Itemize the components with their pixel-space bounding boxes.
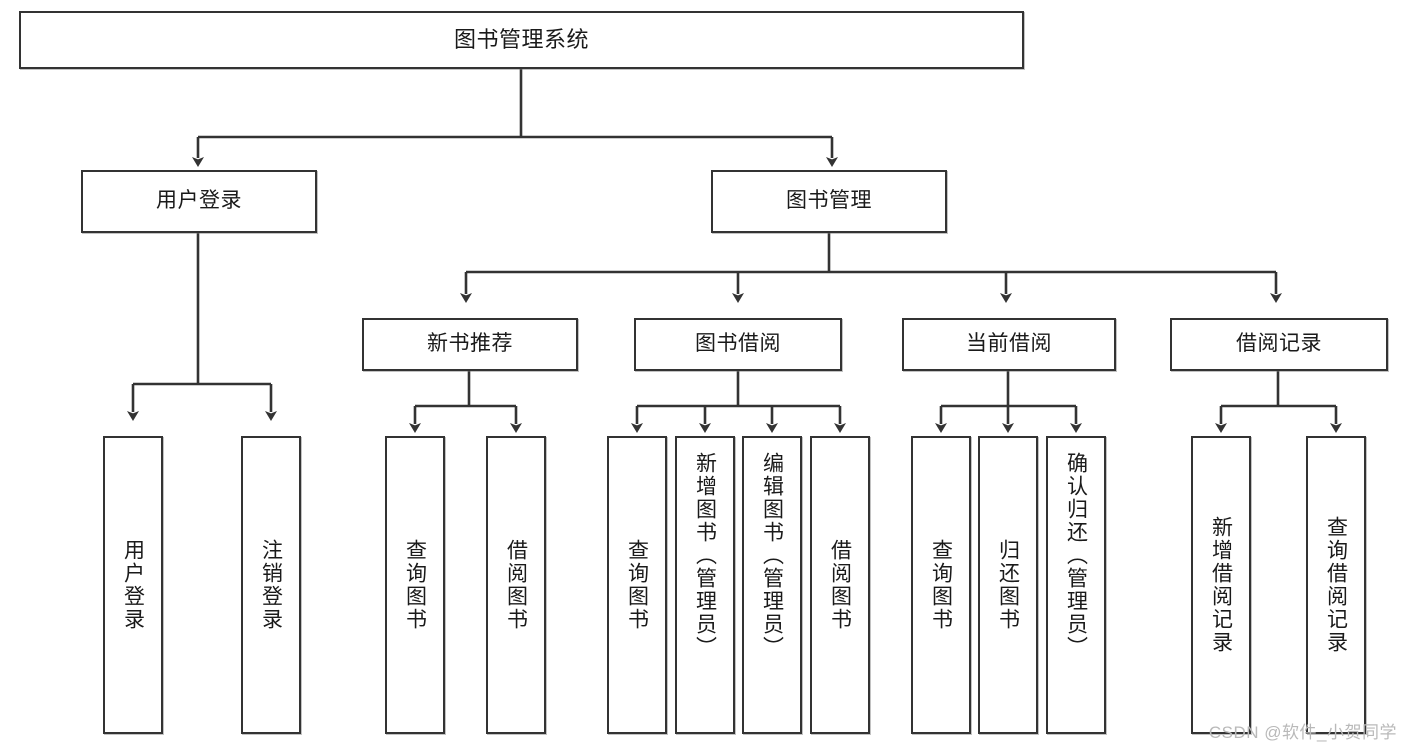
node-current-borrow[interactable]: 当前借阅 xyxy=(902,318,1116,371)
node-leaf-add-record-label: 新增借阅记录 xyxy=(1209,516,1233,654)
node-current-borrow-label: 当前借阅 xyxy=(966,332,1052,356)
node-user-login-label: 用户登录 xyxy=(156,189,242,213)
watermark-text: CSDN @软件_小贺同学 xyxy=(1208,723,1397,742)
node-leaf-confirm-return-label: 确认归还（管理员） xyxy=(1064,452,1088,659)
node-leaf-user-login[interactable]: 用户登录 xyxy=(103,436,163,734)
node-leaf-query-record-label: 查询借阅记录 xyxy=(1324,516,1348,654)
node-borrow-record-label: 借阅记录 xyxy=(1236,332,1322,356)
node-leaf-add-book-label: 新增图书（管理员） xyxy=(693,452,717,659)
node-book-management-label: 图书管理 xyxy=(786,189,872,213)
node-book-management[interactable]: 图书管理 xyxy=(711,170,947,233)
node-new-book-recommend[interactable]: 新书推荐 xyxy=(362,318,578,371)
node-leaf-return-book[interactable]: 归还图书 xyxy=(978,436,1038,734)
node-book-borrow[interactable]: 图书借阅 xyxy=(634,318,842,371)
node-book-borrow-label: 图书借阅 xyxy=(695,332,781,356)
node-leaf-edit-book-label: 编辑图书（管理员） xyxy=(760,452,784,659)
node-leaf-edit-book[interactable]: 编辑图书（管理员） xyxy=(742,436,802,734)
node-user-login[interactable]: 用户登录 xyxy=(81,170,317,233)
node-leaf-return-book-label: 归还图书 xyxy=(996,539,1020,631)
node-leaf-borrow-book-1[interactable]: 借阅图书 xyxy=(486,436,546,734)
node-leaf-query-book-3-label: 查询图书 xyxy=(929,539,953,631)
node-leaf-query-book-3[interactable]: 查询图书 xyxy=(911,436,971,734)
node-leaf-add-book[interactable]: 新增图书（管理员） xyxy=(675,436,735,734)
node-leaf-borrow-book-2-label: 借阅图书 xyxy=(828,539,852,631)
node-leaf-query-record[interactable]: 查询借阅记录 xyxy=(1306,436,1366,734)
node-leaf-user-login-label: 用户登录 xyxy=(121,539,145,631)
node-leaf-confirm-return[interactable]: 确认归还（管理员） xyxy=(1046,436,1106,734)
node-leaf-borrow-book-2[interactable]: 借阅图书 xyxy=(810,436,870,734)
node-leaf-add-record[interactable]: 新增借阅记录 xyxy=(1191,436,1251,734)
node-leaf-query-book-2-label: 查询图书 xyxy=(625,539,649,631)
node-leaf-logout-login[interactable]: 注销登录 xyxy=(241,436,301,734)
node-leaf-query-book-2[interactable]: 查询图书 xyxy=(607,436,667,734)
node-root[interactable]: 图书管理系统 xyxy=(19,11,1024,69)
node-leaf-query-book-1[interactable]: 查询图书 xyxy=(385,436,445,734)
node-root-label: 图书管理系统 xyxy=(453,27,589,53)
node-leaf-query-book-1-label: 查询图书 xyxy=(403,539,427,631)
node-new-book-recommend-label: 新书推荐 xyxy=(427,332,513,356)
node-borrow-record[interactable]: 借阅记录 xyxy=(1170,318,1388,371)
node-leaf-borrow-book-1-label: 借阅图书 xyxy=(504,539,528,631)
node-leaf-logout-login-label: 注销登录 xyxy=(259,539,283,631)
